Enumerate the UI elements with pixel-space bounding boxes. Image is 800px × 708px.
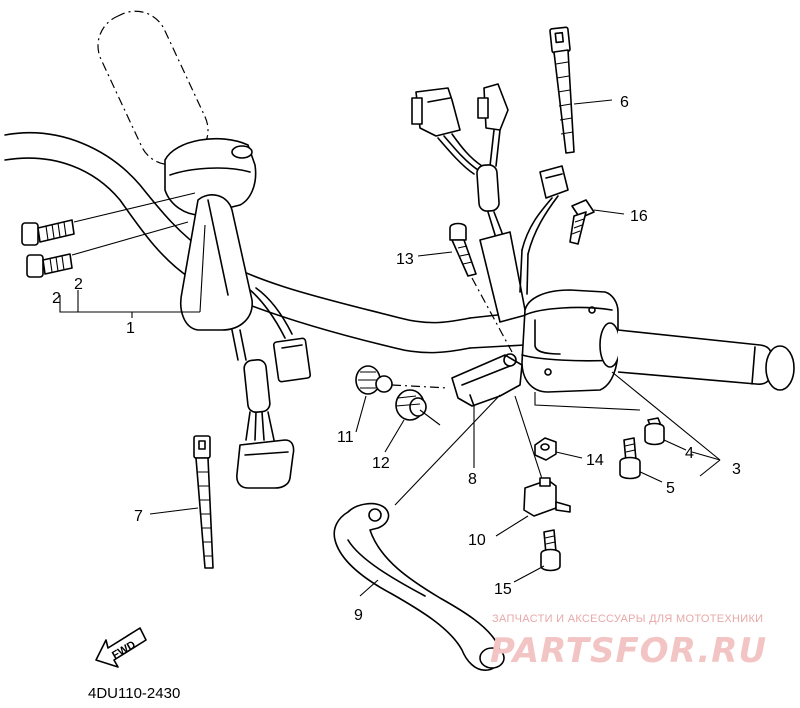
left-grip-outline bbox=[97, 10, 209, 166]
right-switch-housing bbox=[521, 289, 621, 393]
nut-14 bbox=[534, 437, 583, 461]
brake-switch-10 bbox=[495, 477, 571, 537]
screw-5 bbox=[619, 437, 641, 480]
lever-bracket-8 bbox=[451, 353, 546, 489]
screw-2-upper bbox=[21, 219, 75, 246]
brake-lever-9 bbox=[333, 394, 505, 671]
callout-1: 1 bbox=[126, 320, 135, 337]
callout-16: 16 bbox=[630, 208, 648, 225]
diagram-code: 4DU110-2430 bbox=[88, 685, 180, 702]
callout-14: 14 bbox=[586, 452, 604, 469]
watermark-tagline: ЗАПЧАСТИ И АКСЕССУАРЫ ДЛЯ МОТОТЕХНИКИ bbox=[492, 613, 763, 625]
callout-8: 8 bbox=[468, 471, 477, 488]
screw-16 bbox=[569, 199, 625, 245]
callout-5: 5 bbox=[666, 480, 675, 497]
screw-15 bbox=[513, 529, 561, 583]
right-switch-wiring bbox=[411, 83, 527, 323]
watermark-brand: PARTSFOR.RU bbox=[490, 631, 767, 671]
left-lever-holder bbox=[164, 137, 257, 331]
callout-11: 11 bbox=[337, 429, 354, 446]
callout-2a: 2 bbox=[52, 290, 61, 307]
watermark: ЗАПЧАСТИ И АКСЕССУАРЫ ДЛЯ МОТОТЕХНИКИ PA… bbox=[490, 613, 767, 671]
callout-13: 13 bbox=[396, 251, 414, 268]
left-switch-wiring bbox=[231, 287, 312, 489]
fwd-arrow-icon: FWD bbox=[95, 627, 147, 668]
callout-9: 9 bbox=[354, 607, 363, 624]
callout-12: 12 bbox=[372, 455, 390, 472]
small-connector bbox=[519, 165, 569, 295]
callout-6: 6 bbox=[620, 94, 629, 111]
adjuster-knob-11 bbox=[355, 365, 393, 433]
callout-labels: 1 2 2 3 4 5 6 7 8 9 10 11 12 13 14 15 16 bbox=[52, 94, 741, 624]
callout-15: 15 bbox=[494, 581, 512, 598]
cable-tie-7 bbox=[149, 435, 214, 569]
callout-7: 7 bbox=[134, 508, 143, 525]
bolt-13 bbox=[417, 222, 513, 353]
handlebar bbox=[4, 131, 526, 354]
cable-tie-6 bbox=[549, 26, 613, 154]
callout-10: 10 bbox=[468, 532, 486, 549]
right-grip bbox=[617, 329, 795, 391]
svg-text:FWD: FWD bbox=[110, 639, 138, 662]
screw-4 bbox=[644, 417, 665, 446]
callout-leaders-left bbox=[59, 192, 206, 318]
screw-2-lower bbox=[26, 253, 73, 278]
callout-4: 4 bbox=[685, 445, 694, 462]
callout-3: 3 bbox=[732, 461, 741, 478]
nut-12 bbox=[384, 384, 449, 453]
callout-2b: 2 bbox=[74, 276, 83, 293]
